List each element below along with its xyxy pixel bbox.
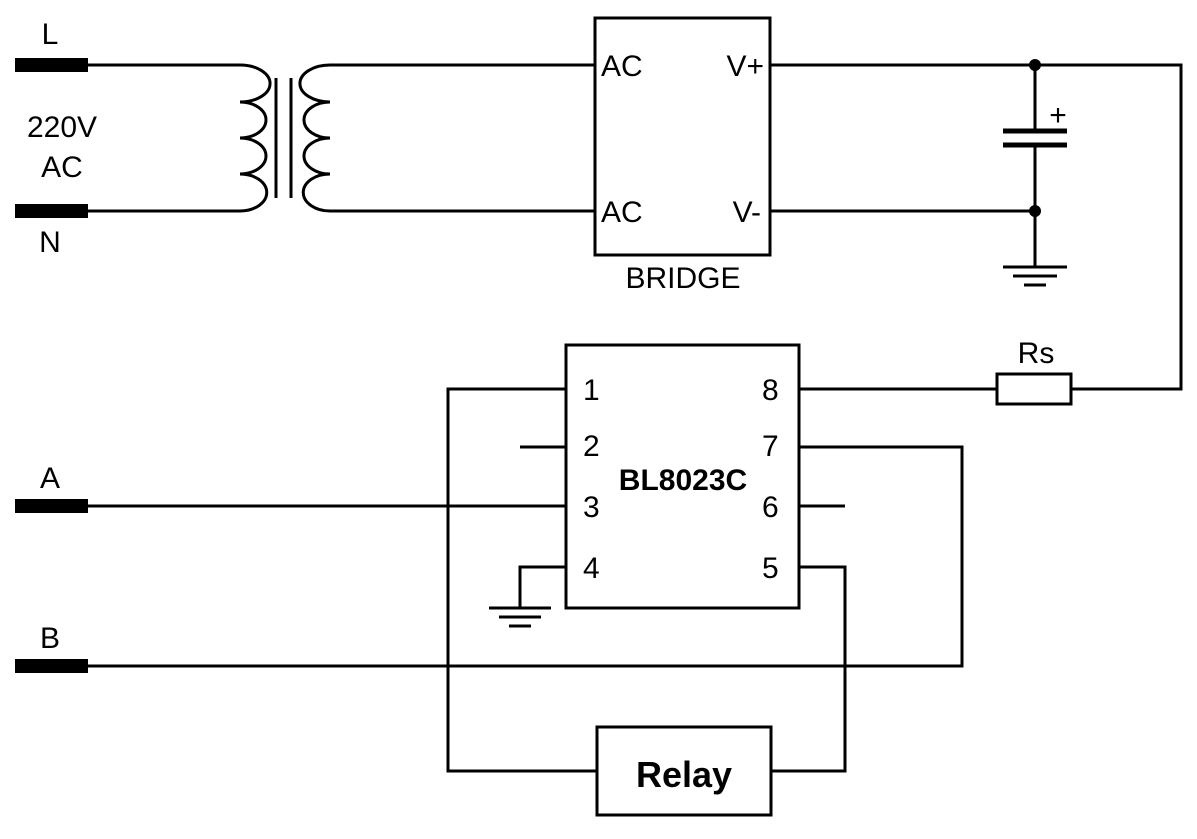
wires-ic [88, 387, 997, 773]
ic-pin-6: 6 [762, 491, 779, 524]
input-terminals: L 220V AC N [15, 18, 97, 259]
junction-dot-vminus [1029, 205, 1041, 217]
terminal-n-label: N [39, 226, 61, 259]
bridge-vplus-label: V+ [726, 50, 764, 83]
voltage-label-line2: AC [41, 151, 83, 184]
relay-label: Relay [636, 754, 732, 795]
ic-pin-3: 3 [583, 491, 600, 524]
ic-pin-7: 7 [762, 430, 779, 463]
voltage-label-line1: 220V [27, 111, 97, 144]
ic-pin-5: 5 [762, 552, 779, 585]
wires-input [88, 63, 595, 213]
bridge-rectifier: AC AC V+ V- BRIDGE [593, 16, 772, 295]
transformer-symbol [239, 63, 331, 213]
output-terminals: A B [15, 462, 88, 673]
terminal-a-bar [15, 499, 88, 513]
relay-box [595, 725, 773, 817]
ic-pin-4: 4 [583, 552, 600, 585]
ic-pin-8: 8 [762, 374, 779, 407]
terminal-n-bar [15, 204, 88, 218]
ground-icon-ic [489, 606, 551, 628]
ic-pin-2: 2 [583, 430, 600, 463]
capacitor-polarity-label: + [1049, 99, 1067, 132]
ic-pin-1: 1 [583, 374, 600, 407]
relay-block: Relay [595, 725, 773, 817]
terminal-l-bar [15, 58, 88, 72]
ground-icon [1003, 265, 1067, 287]
capacitor-symbol [1003, 128, 1067, 148]
bridge-ac-top-label: AC [601, 50, 643, 83]
wires-dc [770, 63, 1183, 391]
junction-dot-vplus [1029, 59, 1041, 71]
resistor-rs-body [995, 372, 1073, 406]
bridge-vminus-label: V- [733, 196, 761, 229]
terminal-a-label: A [40, 462, 60, 495]
terminal-b-bar [15, 659, 88, 673]
bridge-name-label: BRIDGE [625, 262, 740, 295]
ic-bl8023c: BL8023C 1 2 3 4 8 7 6 5 [564, 343, 801, 610]
resistor-rs-label: Rs [1018, 337, 1055, 370]
bridge-box [593, 16, 772, 257]
terminal-b-label: B [40, 622, 60, 655]
ic-body [564, 343, 801, 610]
bridge-ac-bottom-label: AC [601, 196, 643, 229]
ic-name-label: BL8023C [619, 464, 747, 497]
terminal-l-label: L [42, 18, 59, 51]
